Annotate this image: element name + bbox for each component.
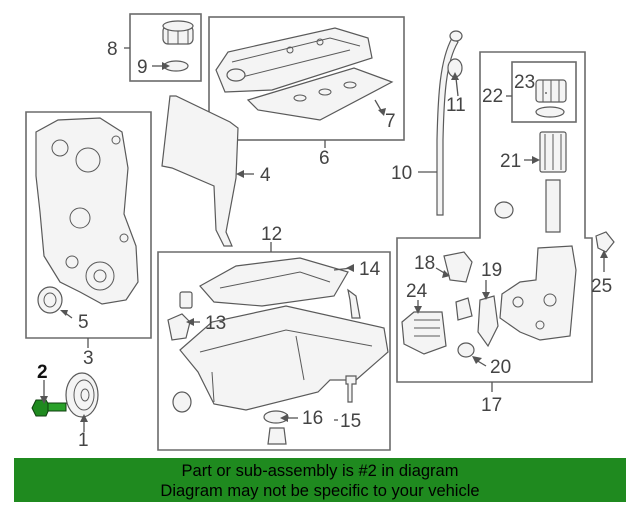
adapter-gasket	[443, 251, 473, 283]
valve-cover-gasket	[246, 67, 394, 121]
callout-9: 9	[137, 57, 148, 78]
oil-pan-stud	[345, 375, 357, 403]
oil-pickup-tube	[347, 288, 361, 319]
crankshaft-front-seal-inner	[43, 292, 57, 308]
callout-19: 19	[481, 260, 502, 281]
callout-16: 16	[302, 408, 323, 429]
adapter-seal	[477, 295, 499, 348]
callout-21: 21	[500, 151, 521, 172]
valve-cover	[215, 27, 373, 93]
engine-parts-diagram: 1 2 3 4 5 6 7 8 9 10 11 12 13 14 15 16 1…	[25, 13, 615, 451]
callout-12: 12	[261, 224, 282, 245]
callout-1: 1	[78, 430, 89, 451]
oil-cooler-fitting	[455, 297, 473, 321]
banner-line-part-number: Part or sub-assembly is #2 in diagram	[181, 462, 459, 480]
crankshaft-pulley-bolt	[31, 399, 67, 417]
callout-17: 17	[481, 395, 502, 416]
oil-pan-baffle	[199, 257, 349, 307]
oil-pickup-screen	[167, 313, 191, 341]
callout-18: 18	[414, 253, 435, 274]
callout-22: 22	[482, 86, 503, 107]
callout-8: 8	[107, 39, 118, 60]
oil-filter-element	[539, 131, 567, 173]
oil-filter-cap-seal	[535, 106, 565, 118]
oil-pan-bolt	[179, 291, 193, 309]
oil-cooler	[401, 311, 447, 355]
timing-cover-gasket	[161, 95, 239, 247]
group-box-oil-filter	[396, 51, 593, 383]
callout-20: 20	[490, 357, 511, 378]
callout-6: 6	[319, 148, 330, 169]
callout-11: 11	[446, 95, 466, 116]
leader-arrowheads	[40, 62, 608, 422]
callout-15: 15	[340, 411, 361, 432]
dipstick-handle	[449, 30, 463, 42]
group-box-valve-cover	[208, 16, 405, 141]
banner-line-disclaimer: Diagram may not be specific to your vehi…	[160, 482, 480, 500]
crankshaft-front-seal	[37, 286, 63, 314]
oil-pan-seal	[172, 391, 192, 413]
callout-3: 3	[83, 348, 94, 369]
callout-10: 10	[391, 163, 412, 184]
oil-filter-standpipe	[545, 179, 561, 233]
oil-cooler-o-ring	[457, 342, 475, 358]
group-box-filter-cap	[511, 61, 577, 123]
group-box-timing-cover	[25, 111, 152, 339]
timing-cover	[35, 117, 139, 305]
callout-13: 13	[205, 313, 226, 334]
group-box-oil-pan	[157, 251, 391, 451]
callout-25: 25	[591, 276, 612, 297]
callout-5: 5	[78, 312, 89, 333]
oil-filter-cap	[535, 79, 567, 103]
oil-drain-plug	[267, 427, 287, 445]
oil-pan	[179, 305, 389, 411]
callout-14: 14	[359, 259, 381, 280]
oil-filter-adapter	[499, 245, 577, 341]
callout-4: 4	[260, 165, 271, 186]
oil-filler-cap	[162, 20, 194, 45]
callout-2: 2	[37, 362, 48, 383]
oil-pressure-sensor	[595, 231, 615, 253]
crankshaft-pulley	[65, 372, 99, 418]
callout-7: 7	[385, 111, 396, 132]
disclaimer-banner: Part or sub-assembly is #2 in diagram Di…	[14, 458, 626, 502]
oil-filter-valve	[494, 201, 514, 219]
callout-24: 24	[406, 281, 428, 302]
callout-23: 23	[514, 72, 535, 93]
